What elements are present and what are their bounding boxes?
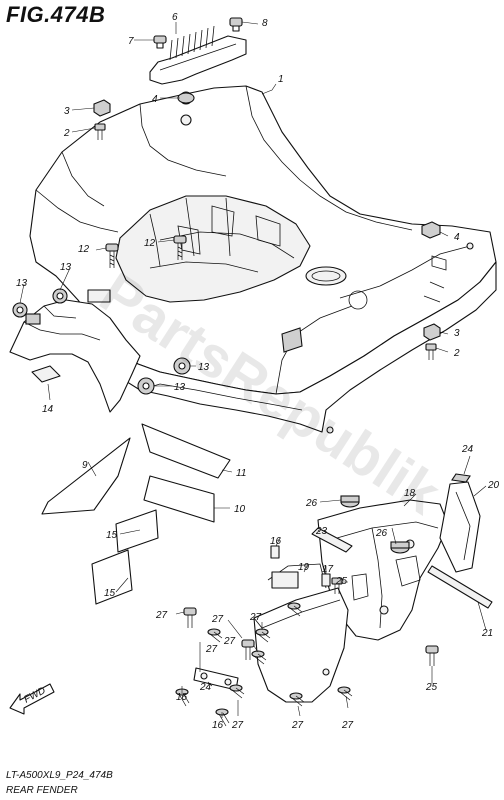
part-27-screw-d [287, 602, 303, 617]
callout-5: 6 [172, 12, 178, 23]
callout-26b: 27 [223, 636, 236, 647]
callout-27c: 27 [231, 720, 244, 731]
callout-27g: 27 [341, 720, 354, 731]
callout-27a: 27 [211, 614, 224, 625]
leader-lines [19, 21, 487, 718]
part-12-bolt-left [105, 243, 119, 268]
part-27-screw-f [337, 686, 353, 701]
part-19-flap [439, 481, 481, 573]
part-13-grommet-d [137, 377, 155, 395]
callout-25a: 26 [305, 498, 318, 509]
callout-2b: 2 [453, 348, 460, 359]
callout-19: 20 [487, 480, 500, 491]
callout-13d: 13 [174, 382, 186, 393]
part-14-pad [31, 365, 61, 383]
part-27-screw-e [289, 692, 305, 707]
callout-16a: 16 [270, 536, 282, 547]
callout-3a: 3 [64, 106, 70, 117]
callout-12a: 12 [78, 244, 90, 255]
callout-14: 14 [42, 404, 54, 415]
part-7-decal-triangle [41, 437, 131, 515]
part-9-decal [141, 423, 231, 479]
part-6-screw-right [229, 17, 243, 32]
callout-17: 18 [404, 488, 416, 499]
part-5-bracket [149, 25, 247, 85]
callout-27e: 27 [291, 720, 304, 731]
callout-7: 9 [82, 460, 88, 471]
part-25-cap-upper [340, 495, 360, 508]
callout-1: 1 [278, 74, 284, 85]
callout-10: 15 [106, 530, 118, 541]
callout-2a: 2 [63, 128, 70, 139]
callout-4b: 4 [454, 232, 460, 243]
callout-15d: 16 [212, 720, 224, 731]
section-name: REAR FENDER [6, 785, 78, 796]
fwd-arrow-icon: FWD [9, 683, 55, 715]
callout-13b: 13 [16, 278, 28, 289]
callout-labels: 6 7 8 1 3 2 4 4 3 2 12 12 13 13 13 13 14… [16, 12, 500, 731]
part-13-grommet-b [52, 288, 68, 304]
callout-13a: 13 [60, 262, 72, 273]
part-4-grommet-upper [177, 92, 195, 104]
part-11-decal [91, 549, 133, 605]
part-16-pad-right [321, 573, 331, 587]
part-10-decal [115, 509, 159, 553]
callout-3b: 3 [454, 328, 460, 339]
callout-6b: 8 [262, 18, 268, 29]
callout-16b: 17 [322, 564, 334, 575]
part-2-bolt-right [425, 343, 437, 360]
part-27-screw-c [229, 684, 245, 699]
callout-4a: 4 [152, 94, 158, 105]
callout-27b: 27 [205, 644, 218, 655]
part-3-nut-upper [93, 99, 111, 117]
callout-21: 23 [315, 526, 328, 537]
callout-24b: 25 [425, 682, 438, 693]
callout-22: 24 [199, 682, 212, 693]
part-21-pad [311, 527, 353, 553]
part-26-bolt-lower [241, 639, 255, 660]
callout-15b: 16 [176, 692, 188, 703]
part-6-screw-left [153, 35, 167, 49]
part-25-cap-lower [390, 541, 410, 554]
callout-18: 19 [298, 562, 310, 573]
part-26-bolt-upper [183, 607, 197, 628]
part-4-grommet-right [421, 221, 441, 239]
callout-26a: 27 [155, 610, 168, 621]
callout-24a: 25 [335, 576, 348, 587]
callout-8: 10 [234, 504, 246, 515]
callout-11: 15 [104, 588, 116, 599]
callout-6a: 7 [128, 36, 134, 47]
part-16-pad-left [270, 545, 280, 559]
part-23-clip [451, 473, 471, 483]
part-20-strip [427, 565, 493, 609]
part-13-grommet-a [12, 302, 28, 318]
part-8-decal [143, 475, 215, 523]
part-24-screw-lower [425, 645, 439, 666]
callout-25b: 26 [375, 528, 388, 539]
part-24-screw-upper [331, 577, 343, 594]
part-1-lower-skirt [99, 261, 497, 433]
part-12-bolt-right [173, 235, 187, 260]
callout-23: 24 [461, 444, 474, 455]
callout-27d: 27 [249, 612, 262, 623]
part-2-bolt-upper [94, 123, 106, 140]
part-18-inner-panel [253, 563, 349, 703]
callout-9: 11 [236, 468, 246, 479]
model-code: LT-A500XL9_P24_474B [6, 770, 113, 781]
part-27-screw-b [251, 650, 267, 665]
part-3-nut-right [423, 323, 441, 341]
callout-20: 21 [481, 628, 493, 639]
callout-12b: 12 [144, 238, 156, 249]
part-27-screw-g [207, 628, 223, 643]
fig-title: FIG.474B [6, 2, 106, 27]
part-13-grommet-c [173, 357, 191, 375]
callout-13c: 13 [198, 362, 210, 373]
